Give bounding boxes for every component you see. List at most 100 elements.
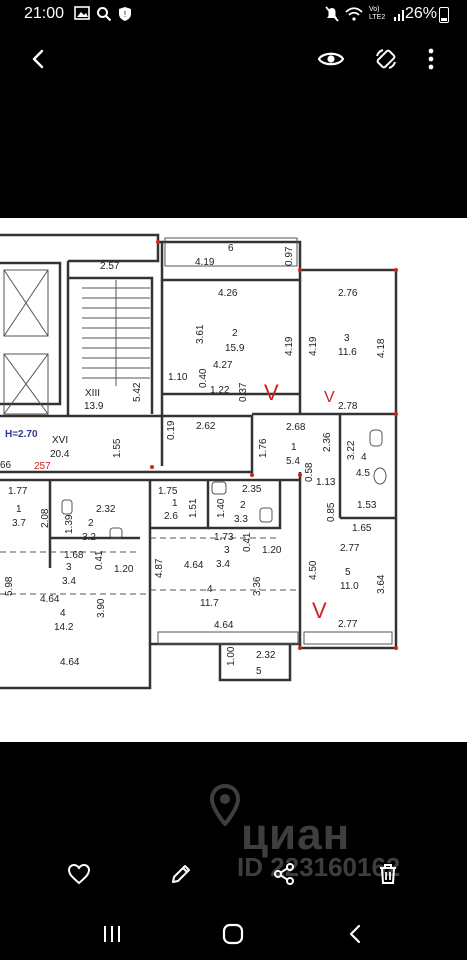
plan-label: 4.50 <box>308 560 319 580</box>
checkmark: V <box>264 380 279 405</box>
plan-label: 0.19 <box>166 420 177 440</box>
system-back-button[interactable] <box>333 914 377 954</box>
plan-label: 3.22 <box>346 440 357 460</box>
floor-plan: 2.57 6 4.19 0.97 4.26 3.61 2 15.9 4.27 4… <box>0 233 398 690</box>
plan-label: 4.64 <box>184 560 204 571</box>
plan-label: 0.97 <box>284 246 295 266</box>
plan-label: 2.08 <box>40 508 51 528</box>
plan-label: 11.0 <box>340 581 359 592</box>
plan-label: 2 <box>232 328 238 339</box>
plan-label: 4.64 <box>40 594 60 605</box>
plan-label: 3.3 <box>234 514 248 525</box>
plan-label: 11.6 <box>338 347 357 358</box>
search-icon <box>97 7 112 22</box>
plan-label: 2.77 <box>338 619 358 630</box>
delete-button[interactable] <box>366 852 410 896</box>
plan-label: 2.77 <box>340 543 360 554</box>
plan-label: 1.76 <box>258 438 269 458</box>
plan-label: 3 <box>66 562 72 573</box>
back-button[interactable] <box>16 30 60 88</box>
plan-label: 13.9 <box>84 401 104 412</box>
plan-details <box>0 237 393 645</box>
plan-label: 3.7 <box>12 518 26 529</box>
viewer-top-bar <box>0 30 467 88</box>
plan-label: 0.85 <box>326 502 337 522</box>
recents-button[interactable] <box>90 914 134 954</box>
plan-label: 4.5 <box>356 468 370 479</box>
checkmark: V <box>312 598 327 623</box>
battery-percent: 26% <box>404 5 437 22</box>
plan-label: 4.87 <box>154 558 165 578</box>
auto-rotate-icon <box>376 49 396 69</box>
wifi-icon <box>345 7 363 21</box>
arrow-left-icon <box>32 49 44 69</box>
view-button[interactable] <box>309 30 353 88</box>
plan-label: 4.64 <box>214 620 234 631</box>
plan-label: 4.27 <box>213 360 233 371</box>
plan-label: 3.4 <box>216 559 230 570</box>
plan-label: 5.4 <box>286 456 300 467</box>
plan-label: 4.26 <box>218 288 238 299</box>
plan-label: 1.53 <box>357 500 377 511</box>
status-notification-icons: ! <box>74 6 132 22</box>
home-icon <box>222 923 244 945</box>
favorite-button[interactable] <box>57 852 101 896</box>
status-time: 21:00 <box>24 5 65 22</box>
plan-label: 2.36 <box>322 432 333 452</box>
plan-label: 1.65 <box>352 523 372 534</box>
plan-label: 4.19 <box>284 336 295 356</box>
plan-label: 5 <box>256 666 262 677</box>
plan-label: 1.68 <box>64 550 84 561</box>
location-pin-icon <box>209 784 241 826</box>
plan-label: 1.40 <box>216 498 227 518</box>
cian-watermark: циан ID 223160162 <box>195 780 455 890</box>
watermark-logo: циан <box>241 810 351 859</box>
plan-label: 3 <box>224 545 230 556</box>
share-icon <box>274 863 294 885</box>
plan-label: 3.61 <box>195 324 206 344</box>
plan-label: 2.68 <box>286 422 306 433</box>
plan-label: H=2.70 <box>5 429 38 440</box>
plan-label: 1 <box>172 498 178 509</box>
home-button[interactable] <box>211 914 255 954</box>
plan-label: 1.00 <box>226 646 237 666</box>
plan-label: 4.19 <box>195 257 215 268</box>
plan-label: 1.39 <box>64 514 75 534</box>
mute-icon <box>325 6 339 22</box>
plan-label: 1.77 <box>8 486 28 497</box>
plan-label: 3.36 <box>252 576 263 596</box>
plan-label: 0.58 <box>304 462 315 482</box>
plan-label: 1.73 <box>214 532 234 543</box>
plan-label: 4 <box>60 608 66 619</box>
plan-label: 2.32 <box>96 504 116 515</box>
plan-label: 257 <box>34 461 51 472</box>
floor-plan-photo[interactable]: 2.57 6 4.19 0.97 4.26 3.61 2 15.9 4.27 4… <box>0 218 467 742</box>
plan-label: 66 <box>0 460 12 471</box>
photo-action-bar <box>0 840 467 908</box>
plan-label: 1.51 <box>188 498 199 518</box>
plan-label: 15.9 <box>225 343 245 354</box>
pencil-icon <box>172 865 190 883</box>
plan-label: 0.40 <box>198 368 209 388</box>
plan-label: 5.98 <box>4 576 15 596</box>
watermark-id: ID 223160162 <box>237 852 401 882</box>
share-button[interactable] <box>262 852 306 896</box>
plan-label: 4 <box>361 452 367 463</box>
edit-button[interactable] <box>159 852 203 896</box>
plan-label: 1.10 <box>168 372 188 383</box>
more-button[interactable] <box>409 30 453 88</box>
plan-walls <box>0 233 398 690</box>
gallery-icon <box>74 6 90 20</box>
plan-label: 4.64 <box>60 657 80 668</box>
more-vertical-icon <box>428 48 434 70</box>
system-nav-bar <box>0 908 467 960</box>
plan-marks <box>150 240 398 650</box>
rotate-button[interactable] <box>364 30 408 88</box>
chevron-left-icon <box>349 924 361 944</box>
plan-label: 2 <box>240 500 246 511</box>
status-bar: 21:00 ! Vo) LTE2 26% <box>0 0 467 28</box>
plan-label: 14.2 <box>54 622 74 633</box>
plan-label: 2 <box>88 518 94 529</box>
plan-label: 3.2 <box>82 532 96 543</box>
plan-label: 1.20 <box>262 545 282 556</box>
